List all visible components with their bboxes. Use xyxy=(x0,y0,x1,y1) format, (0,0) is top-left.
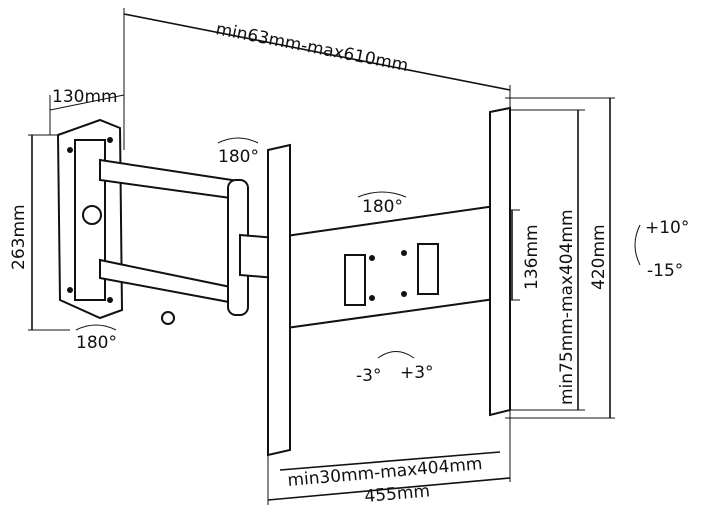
tilt-up-label: +10° xyxy=(645,218,689,238)
crossbar xyxy=(271,203,503,332)
swivel-rotation-label: 180° xyxy=(362,197,403,217)
arm-top-rotation-label: 180° xyxy=(218,147,259,167)
rotation-arrows xyxy=(75,137,641,359)
crossbar-height-label: 136mm xyxy=(522,224,542,290)
vesa-vertical-label: min75mm-max404mm xyxy=(557,209,577,405)
total-width-label: 455mm xyxy=(364,481,431,507)
tilt-down-label: -15° xyxy=(647,261,683,281)
dimension-lines xyxy=(28,8,615,505)
arm-bottom-rotation-label: 180° xyxy=(76,333,117,353)
level-right-label: +3° xyxy=(400,363,434,383)
level-left-label: -3° xyxy=(356,366,381,386)
vertical-rails xyxy=(267,106,511,457)
arm-extension-label: min63mm-max610mm xyxy=(214,19,410,76)
wall-plate-height-label: 263mm xyxy=(9,204,29,270)
wall-plate-depth-label: 130mm xyxy=(52,87,118,107)
wall-plate xyxy=(56,118,124,320)
total-height-label: 420mm xyxy=(589,224,609,290)
